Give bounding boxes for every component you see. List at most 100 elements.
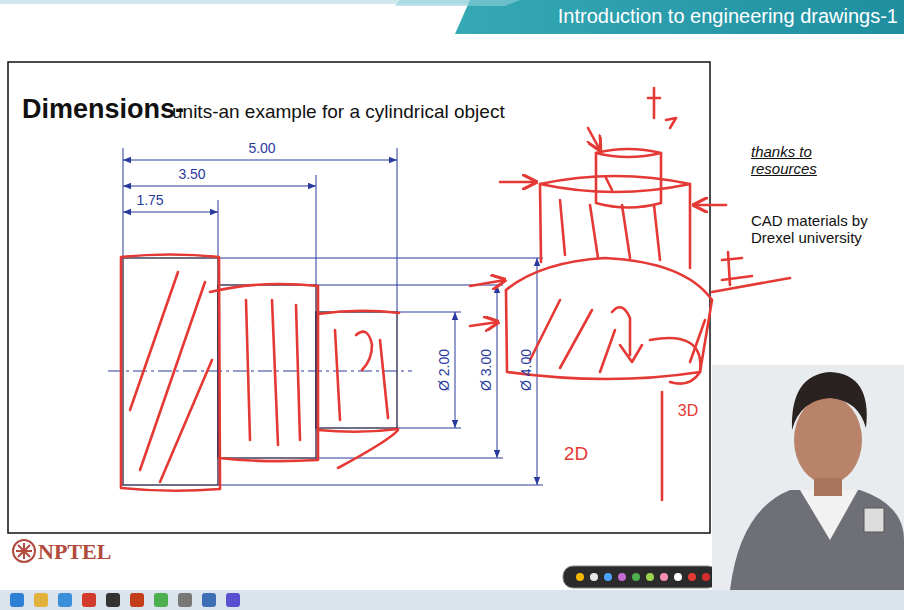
drawing-rect	[563, 566, 718, 588]
drawing-rect	[178, 593, 192, 607]
drawing-circle	[618, 573, 626, 581]
drawing-line	[497, 285, 498, 458]
dimension-value: 5.00	[248, 140, 275, 156]
drawing-g	[121, 88, 790, 500]
drawing-path	[588, 128, 600, 150]
drawing-circle	[660, 573, 668, 581]
drawing-path	[296, 305, 300, 440]
drawing-g	[123, 148, 543, 485]
banner-heading: Introduction to engineering drawings-1	[558, 5, 898, 28]
drawing-circle	[674, 573, 682, 581]
drawing-path	[694, 204, 726, 207]
drawing-path	[722, 252, 752, 285]
drawing-path	[356, 332, 372, 370]
dimension-value: 3.50	[178, 166, 205, 182]
drawing-circle	[13, 540, 35, 562]
drawing-path	[470, 280, 505, 286]
drawing-circle	[590, 573, 598, 581]
drawing-g	[13, 540, 35, 562]
drawing-path	[661, 392, 664, 500]
drawing-path	[600, 330, 615, 372]
drawing-rect	[82, 593, 96, 607]
drawing-rect	[154, 593, 168, 607]
drawing-line	[108, 371, 412, 372]
drawing-path	[596, 153, 661, 208]
drawing-path	[689, 184, 692, 268]
drawing-path	[210, 284, 318, 461]
drawing-rect	[58, 593, 72, 607]
drawing-rect	[130, 593, 144, 607]
drawing-path	[318, 429, 398, 432]
drawing-path	[395, 0, 520, 6]
drawing-line	[218, 200, 219, 258]
drawing-line	[397, 428, 461, 429]
drawing-path	[792, 372, 867, 430]
drawing-line	[316, 175, 317, 285]
drawing-line	[537, 258, 538, 485]
handwritten-note: 2D	[564, 443, 588, 465]
drawing-line	[397, 148, 398, 312]
drawing-rect	[106, 593, 120, 607]
drawing-circle	[702, 573, 710, 581]
drawing-path	[666, 118, 676, 128]
drawing-path	[596, 149, 661, 157]
drawing-circle	[688, 573, 696, 581]
drawing-path	[246, 300, 250, 440]
drawing-circle	[604, 573, 612, 581]
drawing-path	[650, 338, 700, 384]
drawing-circle	[646, 573, 654, 581]
drawing-line	[123, 160, 397, 161]
drawing-path	[540, 176, 690, 192]
drawing-line	[218, 485, 543, 486]
drawing-path	[560, 200, 565, 255]
drawing-path	[560, 310, 592, 368]
diameter-dimension: Ø 3.00	[478, 349, 494, 391]
drawing-rect	[10, 593, 24, 607]
drawing-path	[335, 330, 340, 420]
drawing-rect	[814, 478, 842, 496]
diameter-dimension: Ø 4.00	[518, 349, 534, 391]
drawing-path	[318, 311, 399, 314]
credit-note: thanks to resources	[751, 143, 831, 178]
drawing-line	[123, 212, 218, 213]
drawing-path	[500, 181, 536, 184]
drawing-path	[506, 290, 712, 379]
drawing-rect	[316, 312, 397, 428]
drawing-path	[690, 320, 705, 362]
drawing-circle	[632, 573, 640, 581]
drawing-path	[506, 258, 712, 300]
drawing-path	[455, 0, 904, 34]
drawing-line	[218, 258, 543, 259]
drawing-path	[16, 543, 32, 559]
drawing-path	[620, 345, 642, 362]
drawing-path	[140, 282, 205, 470]
slide-subtitle: units-an example for a cylindrical objec…	[172, 101, 505, 123]
drawing-rect	[712, 365, 904, 590]
drawing-rect	[8, 62, 710, 533]
drawing-path	[590, 205, 598, 258]
drawing-path	[160, 360, 212, 482]
drawing-path	[712, 278, 790, 292]
drawing-path	[530, 300, 560, 360]
drawing-rect	[202, 593, 216, 607]
drawing-g	[10, 593, 240, 607]
drawing-path	[648, 97, 660, 100]
drawing-line	[455, 312, 456, 428]
drawing-line	[123, 186, 316, 187]
drawing-g	[576, 573, 710, 581]
drawing-rect	[226, 593, 240, 607]
drawing-ellipse	[794, 396, 862, 484]
drawing-line	[123, 148, 124, 258]
drawing-line	[397, 312, 461, 313]
logo-text: NPTEL	[38, 539, 111, 564]
drawing-path	[730, 490, 904, 590]
drawing-line	[316, 458, 503, 459]
drawing-path	[606, 178, 612, 190]
handwritten-note: 3D	[678, 402, 698, 420]
drawing-path	[654, 205, 660, 260]
drawing-path	[470, 322, 498, 326]
drawing-path	[800, 490, 858, 540]
drawing-path	[622, 205, 630, 258]
